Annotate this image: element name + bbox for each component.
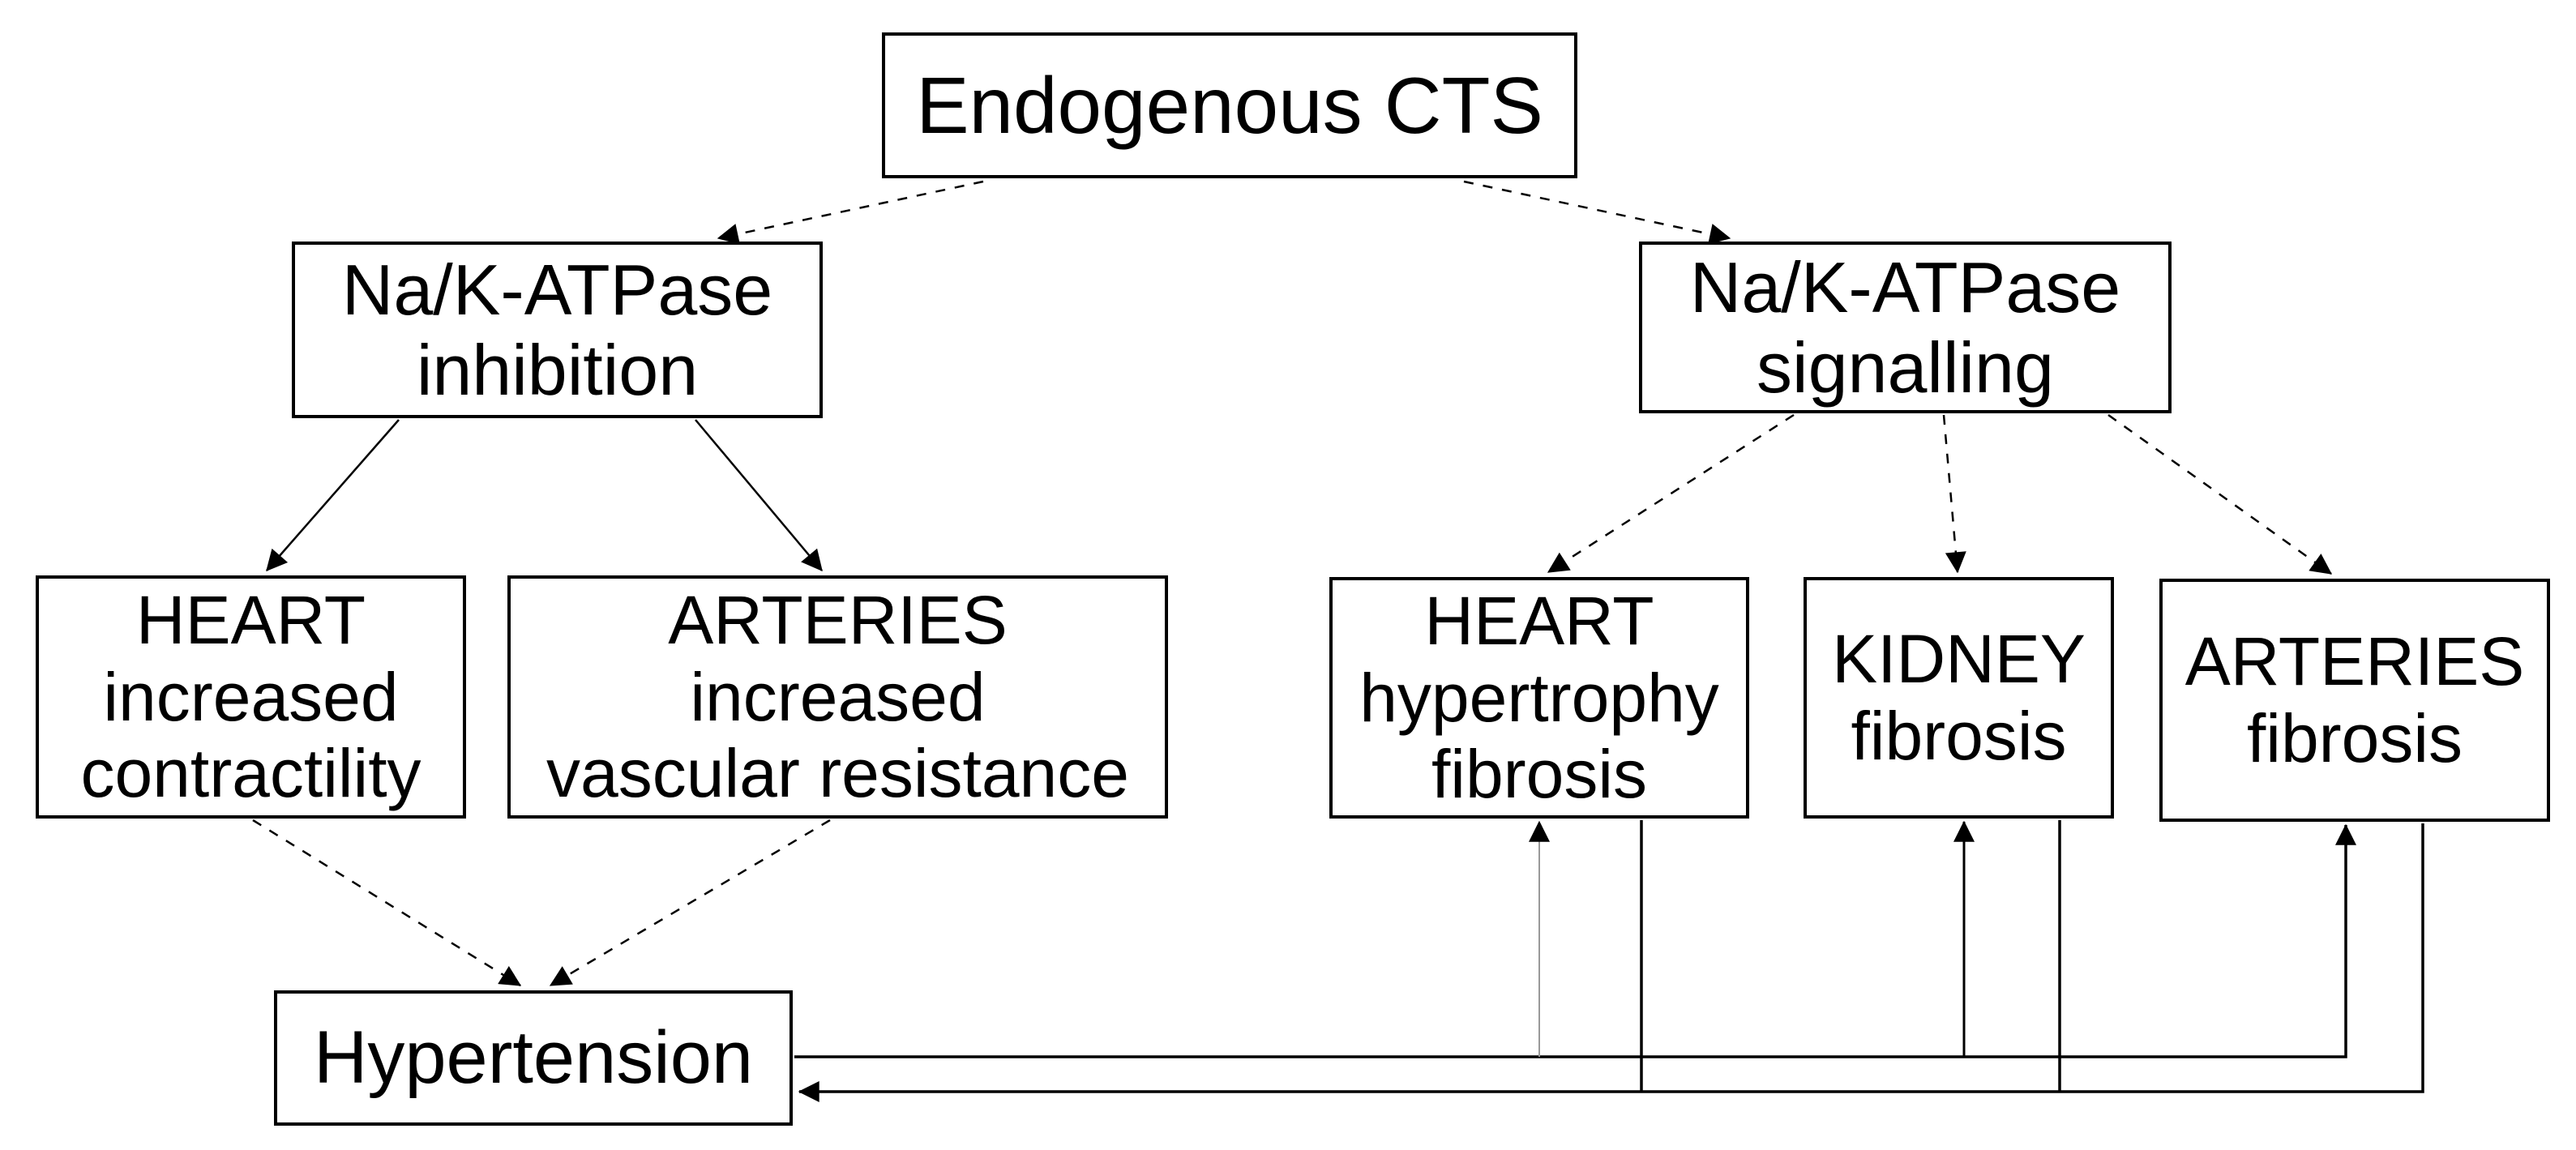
node-nak-atpase-inhibition: Na/K-ATPase inhibition [292,242,823,418]
node-endogenous-cts: Endogenous CTS [882,32,1577,178]
node-kidney-fibrosis: KIDNEY fibrosis [1804,577,2114,819]
node-label: Hypertension [313,1015,754,1099]
node-arteries-increased-vascular-resistance: ARTERIES increased vascular resistance [507,575,1168,819]
node-label: inhibition [416,330,699,410]
node-label: fibrosis [2246,700,2463,776]
edge-hypertension-to-arteries-fibrosis [794,823,2356,1058]
node-label: fibrosis [1431,736,1648,813]
node-arteries-fibrosis: ARTERIES fibrosis [2159,579,2550,822]
node-label: hypertrophy [1359,659,1719,736]
edge-signalling-to-heart-fibrosis [1547,413,1795,574]
node-heart-increased-contractility: HEART increased contractility [36,575,466,819]
node-label: KIDNEY [1832,621,2086,698]
node-label: vascular resistance [546,735,1129,812]
edge-inhibition-to-arteries [695,419,823,571]
edge-organs-to-hypertension [798,823,2424,1102]
edge-signalling-to-arteries-fibrosis [2107,413,2333,575]
edge-cts-to-signalling [1463,180,1731,245]
node-nak-atpase-signalling: Na/K-ATPase signalling [1639,242,2172,413]
node-label: ARTERIES [668,581,1008,658]
edge-heart-to-hypertension [252,819,522,987]
node-label: contractility [80,735,421,812]
node-label: fibrosis [1851,698,2067,774]
node-label: increased [103,658,399,735]
node-label: signalling [1757,327,2054,408]
node-label: HEART [135,581,366,658]
edge-arteries-to-hypertension [549,819,831,987]
node-label: Endogenous CTS [916,60,1543,150]
node-label: increased [690,658,986,735]
edge-signalling-to-kidney-fibrosis [1942,414,1966,574]
node-label: Na/K-ATPase [1689,246,2121,327]
edge-inhibition-to-heart [266,419,400,571]
node-label: HEART [1424,582,1654,659]
edge-cts-to-inhibition [717,180,984,245]
node-heart-hypertrophy-fibrosis: HEART hypertrophy fibrosis [1329,577,1749,819]
node-label: ARTERIES [2184,623,2525,700]
node-hypertension: Hypertension [274,990,793,1126]
node-label: Na/K-ATPase [341,249,773,330]
